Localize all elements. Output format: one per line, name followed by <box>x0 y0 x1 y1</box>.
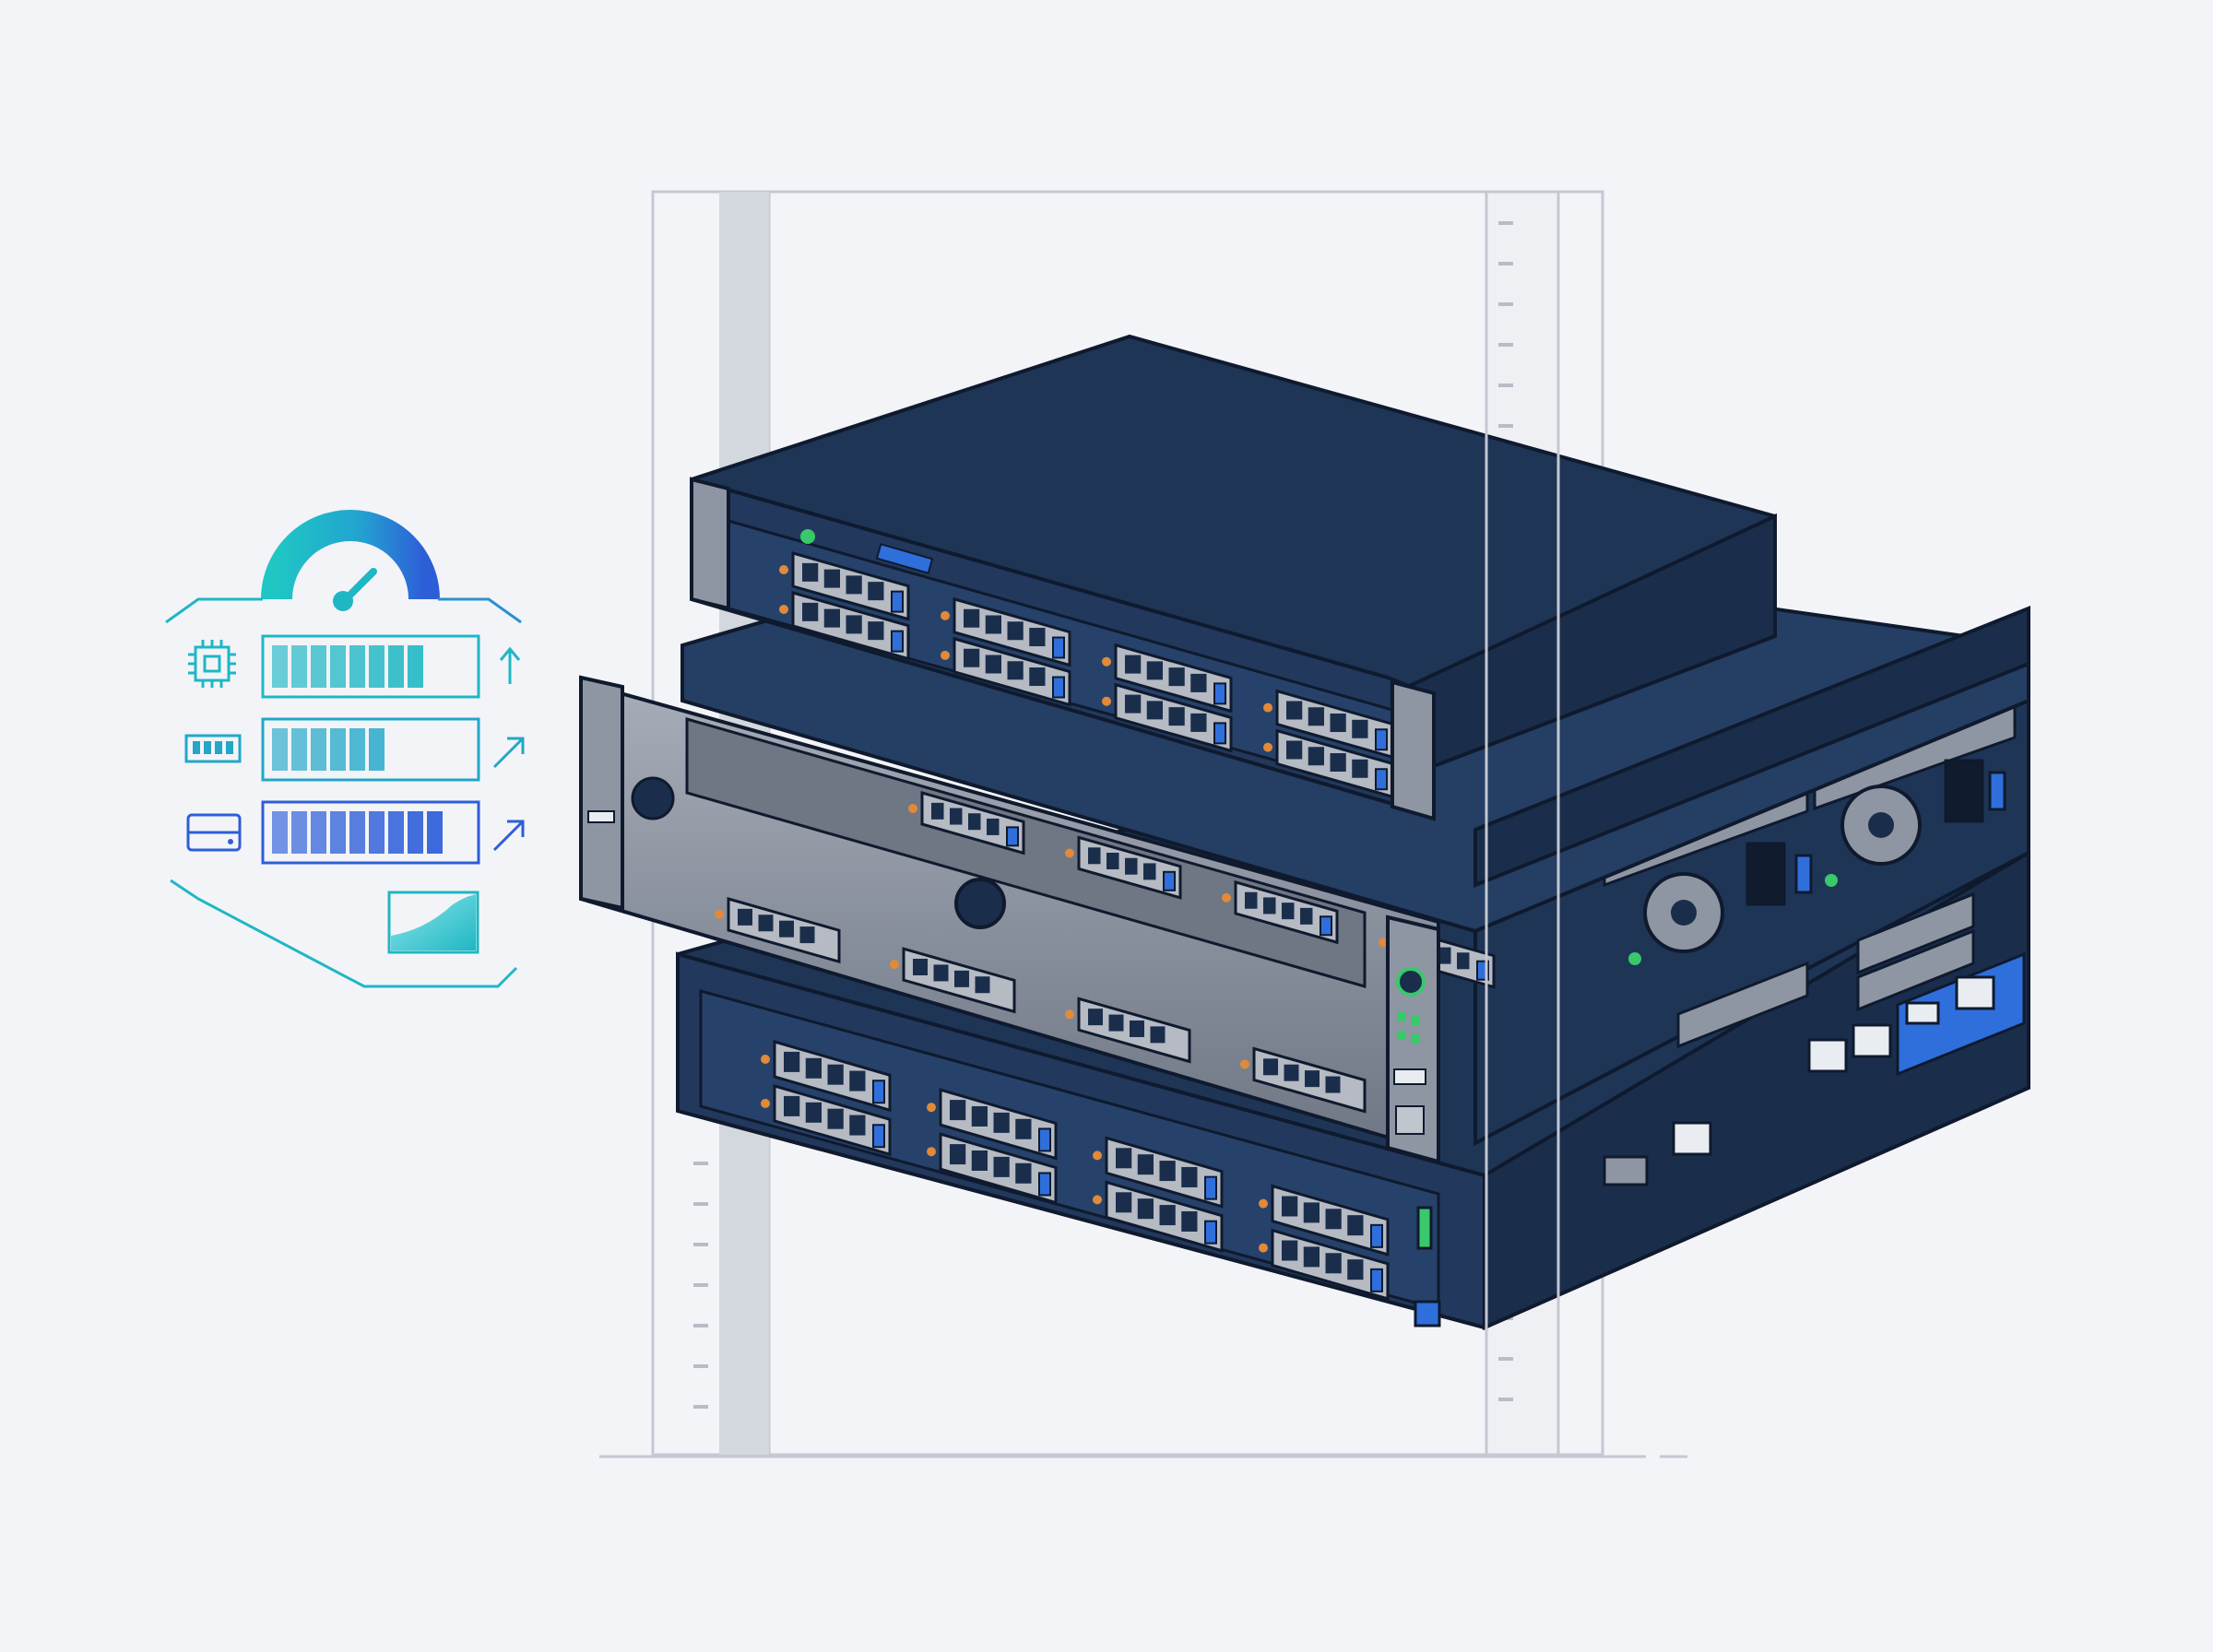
drive-bay <box>1093 1136 1224 1209</box>
ethernet-port-icon <box>1852 1023 1892 1058</box>
usb-port-icon <box>1905 1001 1940 1025</box>
memory-module-icon <box>184 734 242 763</box>
drive-bay <box>941 636 1071 707</box>
metric-row-storage <box>186 800 525 865</box>
storage-drive-icon <box>186 813 242 852</box>
arrow-up-icon <box>499 646 521 684</box>
drive-bay <box>1240 1046 1367 1114</box>
cpu-chip-icon <box>188 640 236 688</box>
drive-bays-middle <box>715 791 1496 1114</box>
drive-bay <box>908 791 1025 856</box>
drive-bay <box>1093 1180 1224 1253</box>
drive-bay <box>715 897 841 964</box>
drive-bay <box>761 1040 892 1113</box>
ethernet-port-icon <box>1955 975 1995 1010</box>
drive-bay <box>927 1088 1058 1161</box>
drive-bay <box>941 596 1071 667</box>
power-socket-icon <box>1746 842 1786 906</box>
ethernet-port-icon <box>1807 1038 1848 1073</box>
drive-bay <box>779 551 910 621</box>
drive-bay <box>927 1132 1058 1205</box>
drive-bay <box>1102 643 1233 714</box>
metric-row-cpu <box>188 634 521 699</box>
drive-bay <box>1259 1184 1390 1257</box>
id-button <box>1414 1300 1441 1328</box>
arrow-up-right-icon <box>492 737 525 769</box>
drive-bay <box>761 1084 892 1157</box>
power-socket-icon <box>1944 759 1984 823</box>
rack-mounting-holes-left <box>693 1162 708 1409</box>
area-chart-icon <box>387 891 479 954</box>
metric-row-memory <box>184 717 525 782</box>
rack-post-right-front <box>1485 190 1560 1457</box>
arrow-up-right-icon <box>492 820 525 852</box>
speedometer-icon <box>261 510 440 611</box>
led-green <box>1416 1206 1433 1250</box>
drive-bay <box>1065 835 1182 900</box>
ethernet-port-icon <box>1672 1121 1712 1156</box>
metric-rows <box>184 634 525 865</box>
drive-bay <box>1102 682 1233 753</box>
drive-bays-bottom <box>761 1040 1390 1301</box>
vga-port-icon <box>1603 1155 1649 1186</box>
drive-bay <box>1222 879 1339 945</box>
drive-bay <box>890 947 1016 1014</box>
drive-bay <box>1065 997 1191 1064</box>
power-button-icon <box>1396 967 1426 997</box>
bezel-lock-icon <box>954 878 1006 929</box>
server-1u-top <box>690 334 1777 821</box>
monitoring-panel <box>165 510 525 988</box>
drive-bay <box>1259 1228 1390 1301</box>
drive-bay <box>779 591 910 661</box>
